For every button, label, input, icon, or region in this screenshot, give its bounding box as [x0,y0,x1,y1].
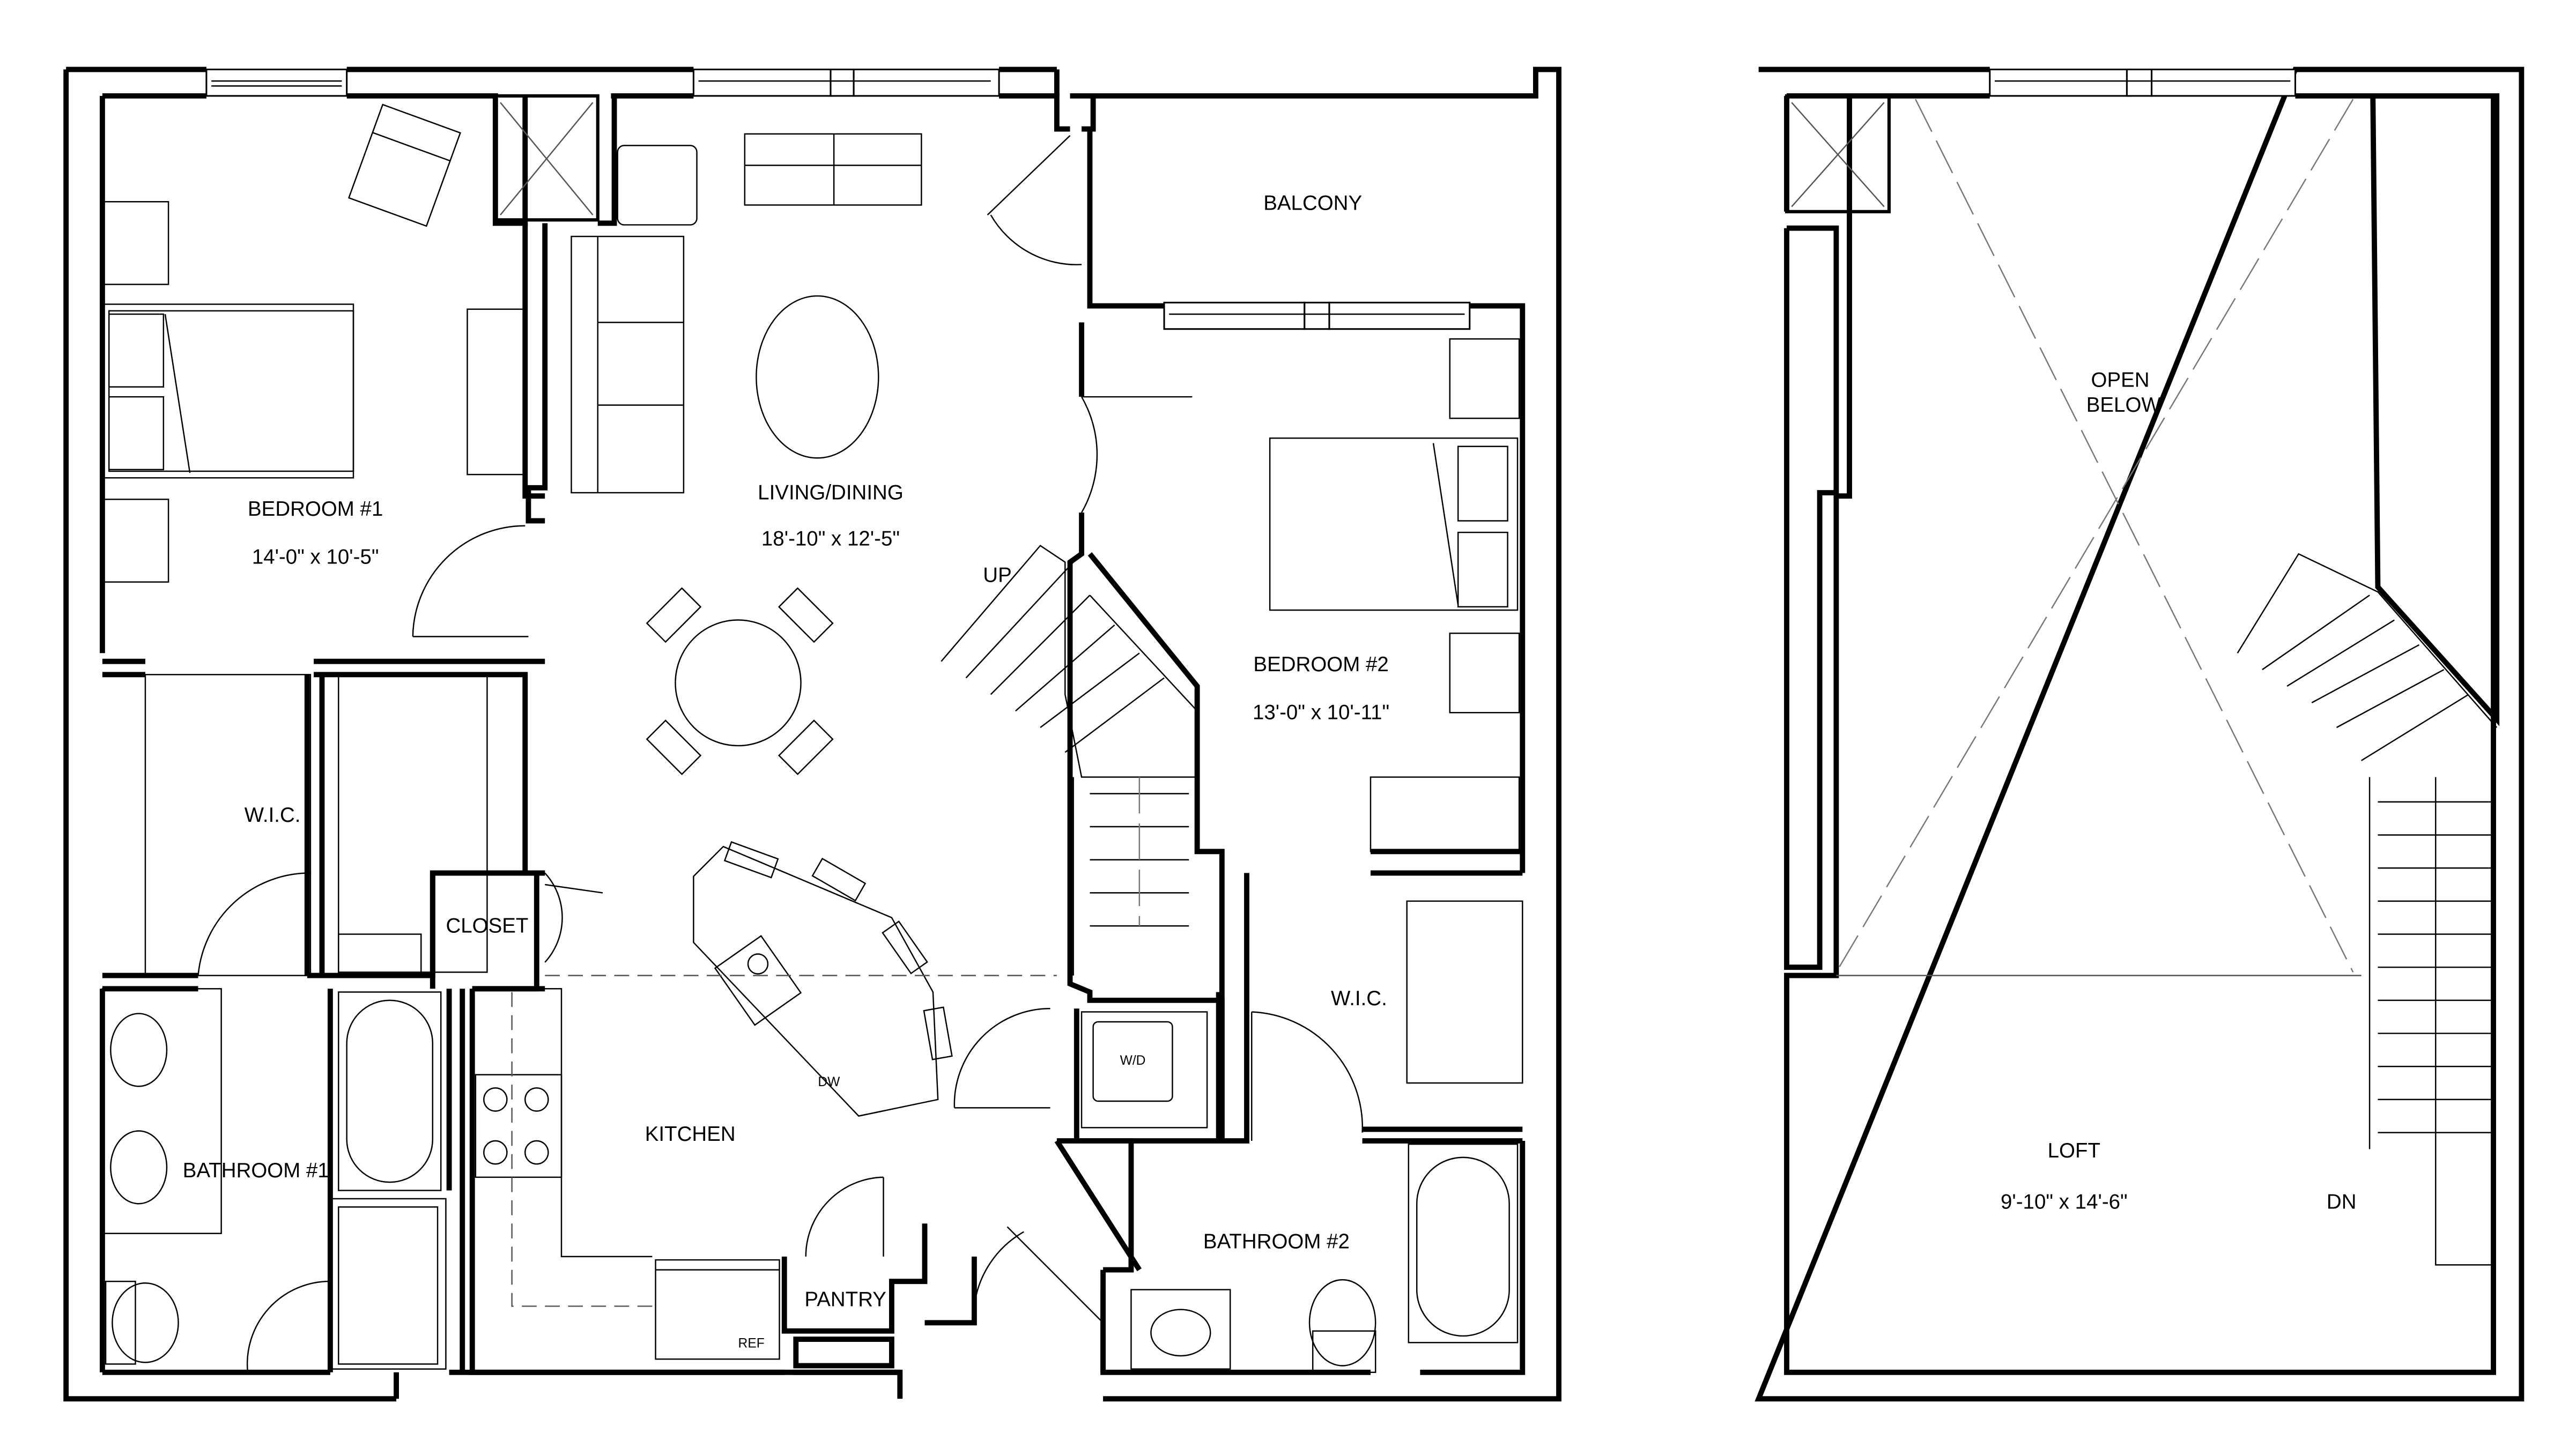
loft-level-plan: OPEN BELOW LOFT 9'-10" x 14'-6" DN [1755,66,2525,1402]
room-dims-loft: 9'-10" x 14'-6" [2001,1190,2128,1213]
loft-labels: OPEN BELOW LOFT 9'-10" x 14'-6" DN [2001,369,2357,1214]
room-dims-bedroom-1: 14'-0" x 10'-5" [252,546,379,569]
room-label-living-dining: LIVING/DINING [758,481,904,504]
doors [197,135,1363,1372]
washer-dryer-label: W/D [1120,1053,1146,1068]
stair-down-label: DN [2327,1190,2357,1213]
dishwasher-label: DW [818,1075,840,1089]
refrigerator-label: REF [738,1337,765,1351]
bathroom-fixtures [101,988,1519,1374]
room-label-loft: LOFT [2048,1139,2100,1162]
room-dims-bedroom-2: 13'-0" x 10'-11" [1253,701,1389,724]
loft-chase [1785,94,1891,213]
kitchen-fixtures [475,841,1057,1360]
room-label-balcony: BALCONY [1263,192,1362,215]
stair-up-label: UP [983,564,1011,587]
loft-windows [1989,68,2297,97]
open-below-label-line-1: OPEN [2091,369,2150,392]
main-level-labels: BEDROOM #1 14'-0" x 10'-5" LIVING/DINING… [183,192,1389,1351]
bedroom-2-furniture [1080,338,1523,1129]
living-dining-furniture [571,133,922,775]
room-dims-living-dining: 18'-10" x 12'-5" [761,528,900,551]
room-label-bathroom-1: BATHROOM #1 [183,1159,329,1182]
room-label-bedroom-1: BEDROOM #1 [248,498,383,521]
exterior-walls [63,66,1561,1402]
room-label-pantry: PANTRY [804,1288,886,1311]
open-below-label-line-2: BELOW [2086,394,2162,417]
bedroom-1-furniture [101,103,526,976]
windows [205,68,1471,330]
room-label-closet: CLOSET [446,914,528,937]
room-label-wic-1: W.I.C. [245,804,301,827]
room-label-wic-2: W.I.C. [1331,987,1387,1010]
room-label-kitchen: KITCHEN [645,1123,736,1146]
open-below-diagonals [1835,99,2362,976]
loft-stairs [2237,553,2498,1266]
room-label-bathroom-2: BATHROOM #2 [1203,1230,1350,1253]
room-label-bedroom-2: BEDROOM #2 [1253,653,1388,676]
main-level-plan: BEDROOM #1 14'-0" x 10'-5" LIVING/DINING… [63,66,1561,1402]
main-stairs [941,545,1198,976]
loft-walls [1755,66,2525,1402]
